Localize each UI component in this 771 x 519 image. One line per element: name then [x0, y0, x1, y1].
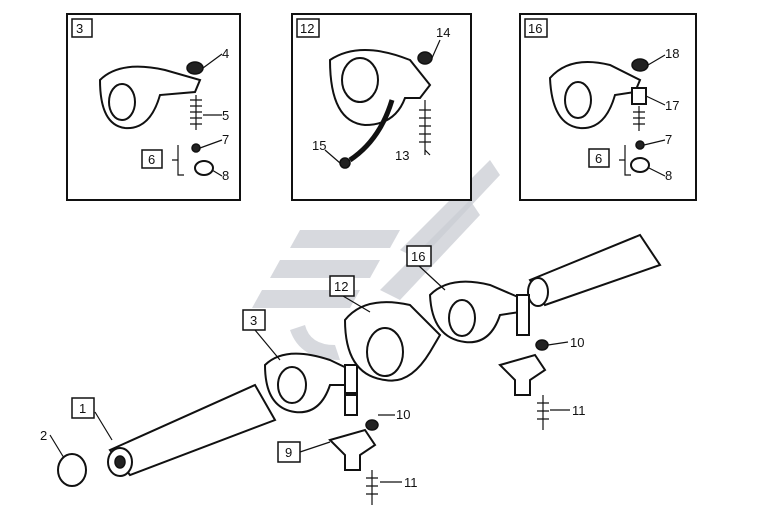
callout-label: 12	[334, 279, 348, 294]
callout-label: 6	[595, 151, 602, 166]
callout-label: 10	[570, 335, 584, 350]
callout-label: 1	[79, 401, 86, 416]
callout-label: 2	[40, 428, 47, 443]
rocker-shaft-right	[528, 233, 662, 307]
callout-label: 17	[665, 98, 679, 113]
callout-label: 11	[404, 475, 418, 490]
callout-label: 5	[222, 108, 229, 123]
callout-label: 15	[312, 138, 326, 153]
callout-label: 18	[665, 46, 679, 61]
callout-label: 16	[411, 249, 425, 264]
rocker-shaft-left	[108, 383, 277, 477]
callout-label: 3	[250, 313, 257, 328]
callout-label: 12	[300, 21, 314, 36]
callout-label: 4	[222, 46, 229, 61]
callout-label: 8	[665, 168, 672, 183]
inset-rocker-3: 3 4 5 7 8 6	[66, 13, 241, 201]
callout-label: 14	[436, 25, 450, 40]
callout-label: 7	[222, 132, 229, 147]
callout-label: 10	[396, 407, 410, 422]
callout-label: 9	[285, 445, 292, 460]
main-assembly: 1 2 3 12 16 9 10 11 10 11	[40, 233, 662, 505]
callout-label: 6	[148, 152, 155, 167]
callout-label: 7	[665, 132, 672, 147]
inset-rocker-12: 12 14 15 13	[291, 13, 472, 201]
inset-rocker-16: 16 18 17 7 8 6	[519, 13, 697, 201]
callout-label: 13	[395, 148, 409, 163]
callout-label: 16	[528, 21, 542, 36]
callout-label: 11	[572, 403, 586, 418]
callout-label: 8	[222, 168, 229, 183]
callout-label: 3	[76, 21, 83, 36]
plug	[57, 453, 87, 487]
